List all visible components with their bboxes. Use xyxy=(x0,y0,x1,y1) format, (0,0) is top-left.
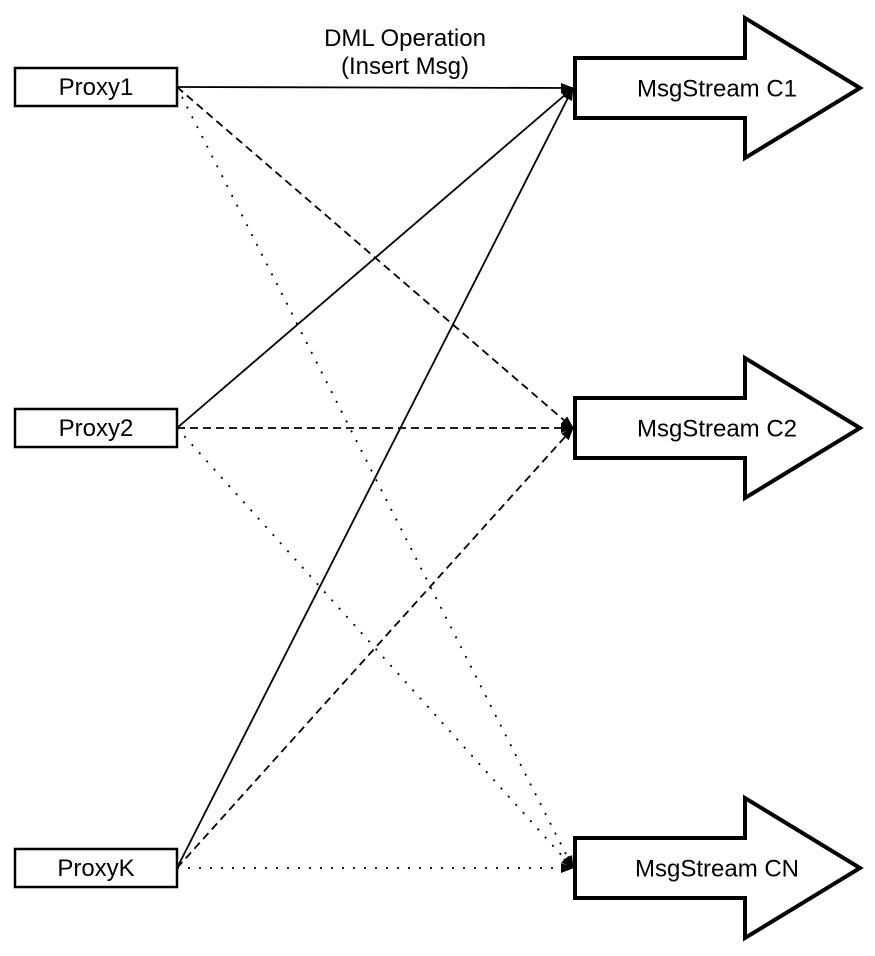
proxy2-box xyxy=(13,407,179,449)
msgstream-c2-label: MsgStream C2 xyxy=(637,416,797,443)
diagram-title-line1: DML Operation xyxy=(324,25,486,52)
proxy1-label: Proxy1 xyxy=(59,74,134,101)
edge-proxy1-c1 xyxy=(176,82,574,93)
msgstream-c1-label: MsgStream C1 xyxy=(637,76,797,103)
proxyK-box xyxy=(13,847,179,889)
proxy2-node: Proxy2 xyxy=(13,407,179,449)
proxyK-node: ProxyK xyxy=(13,847,179,889)
proxy1-box xyxy=(13,66,179,108)
msgstream-c2-arrow-shape xyxy=(573,354,864,502)
diagram-title-line2: (Insert Msg) xyxy=(341,53,469,80)
diagram-title: DML Operation (Insert Msg) xyxy=(324,25,486,80)
edge-proxy2-cn xyxy=(176,427,574,869)
proxy1-node: Proxy1 xyxy=(13,66,179,108)
msgstream-c1-arrow-shape xyxy=(573,14,864,162)
edge-proxyK-c2 xyxy=(176,427,574,869)
msgstream-cn-node: MsgStream CN xyxy=(573,794,864,942)
edge-proxy1-c2 xyxy=(176,86,574,429)
edges-layer xyxy=(176,82,574,873)
proxy2-label: Proxy2 xyxy=(59,415,134,442)
msgstream-c1-node: MsgStream C1 xyxy=(573,14,864,162)
msgstream-cn-label: MsgStream CN xyxy=(635,856,799,883)
edge-proxyK-c1 xyxy=(176,87,574,869)
msgstream-c2-node: MsgStream C2 xyxy=(573,354,864,502)
proxyK-label: ProxyK xyxy=(57,855,134,882)
msgstream-cn-arrow-shape xyxy=(573,794,864,942)
